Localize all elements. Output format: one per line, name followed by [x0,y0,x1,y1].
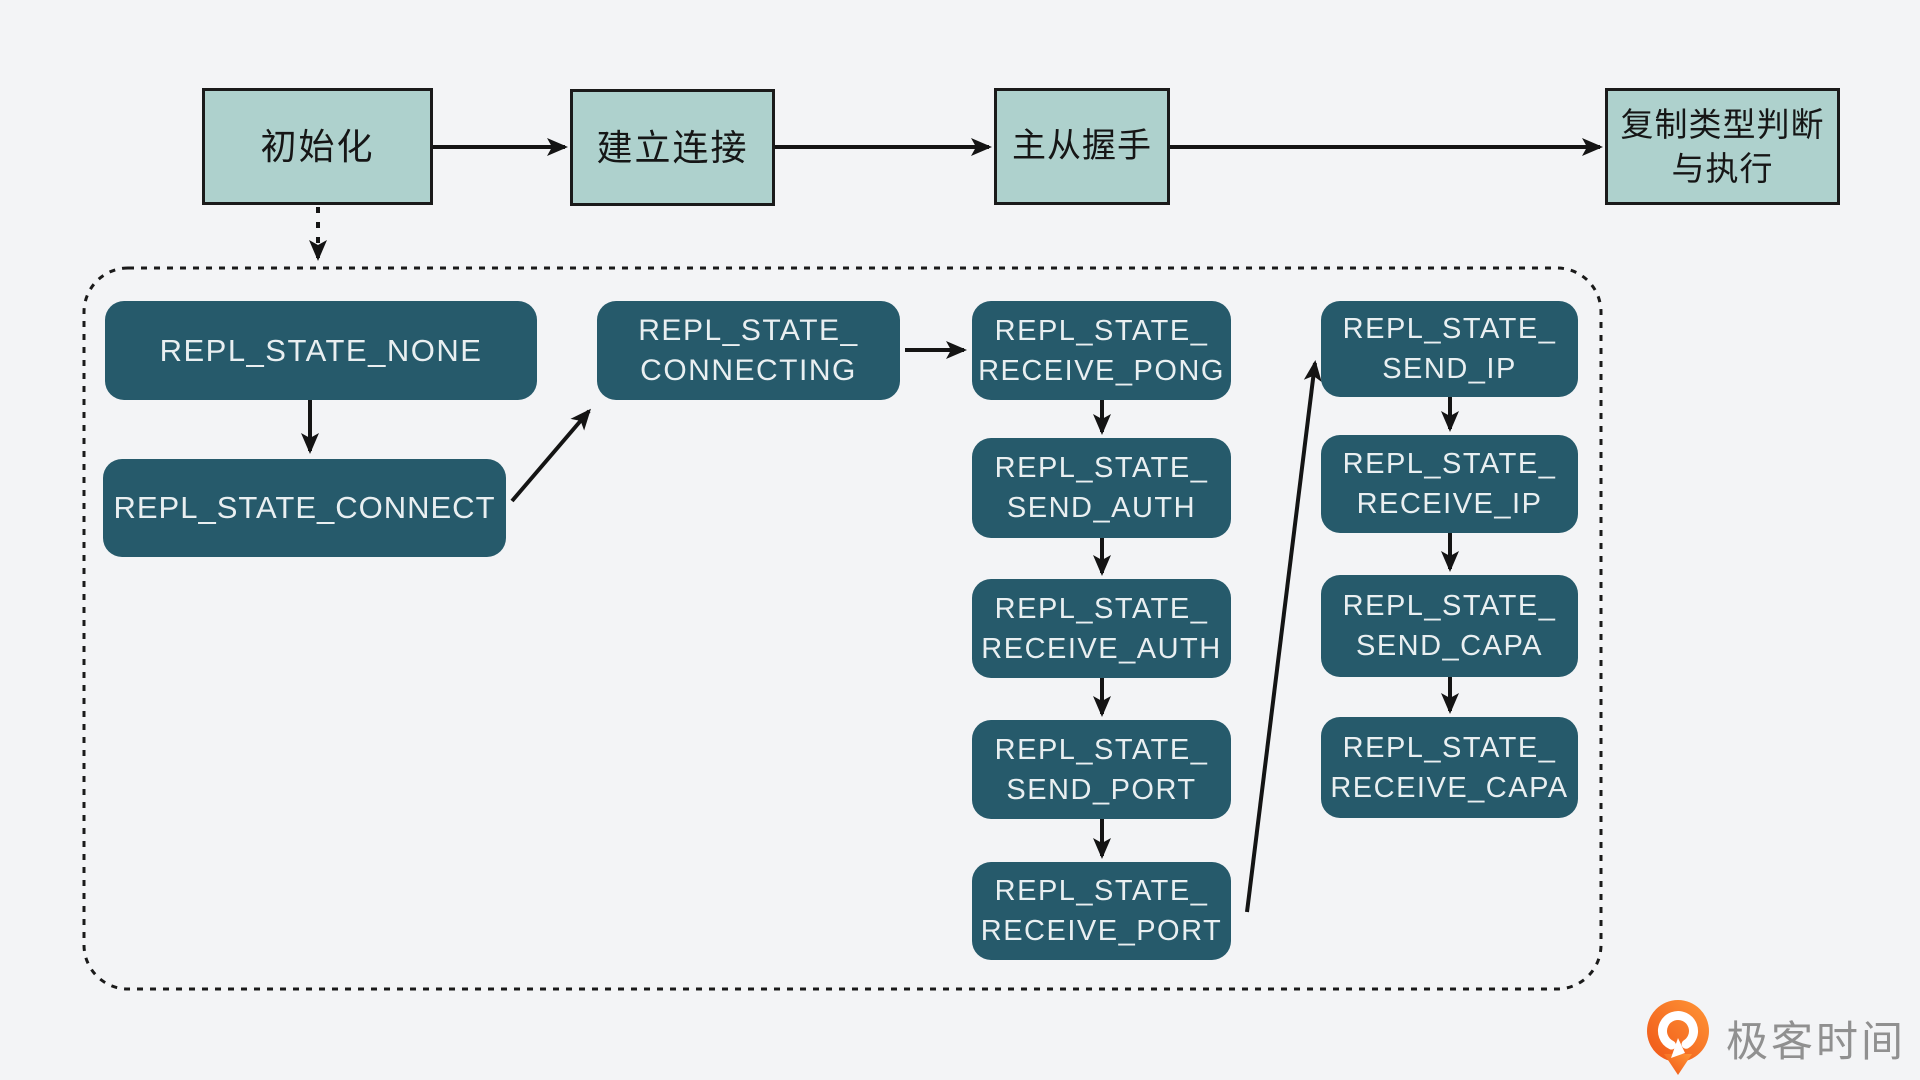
state-node-repl-state-send-capa: REPL_STATE_ SEND_CAPA [1321,575,1578,677]
state-node-label: CONNECTING [640,353,857,387]
state-node-repl-state-send-auth: REPL_STATE_ SEND_AUTH [972,438,1231,538]
state-node-label: REPL_STATE_ [1342,448,1557,480]
state-node-label: REPL_STATE_ [1342,590,1557,622]
flow-node-label: 初始化 [260,125,375,167]
flow-node-label: 与执行 [1671,149,1774,187]
flow-node-label: 建立连接 [596,126,749,168]
state-node-repl-state-send-ip: REPL_STATE_ SEND_IP [1321,301,1578,397]
flow-node-establish-connection: 建立连接 [570,89,775,206]
flow-node-label: 主从握手 [1012,127,1152,166]
state-node-label: SEND_PORT [1006,773,1197,806]
state-node-repl-state-none: REPL_STATE_NONE [105,301,537,400]
state-node-label: RECEIVE_PORT [980,915,1223,947]
state-node-label: RECEIVE_IP [1356,488,1543,520]
state-node-label: RECEIVE_PONG [978,354,1225,387]
flow-node-master-slave-handshake: 主从握手 [994,88,1170,205]
state-node-label: REPL_STATE_ [994,452,1209,484]
state-node-repl-state-receive-capa: REPL_STATE_ RECEIVE_CAPA [1321,717,1578,818]
state-node-label: SEND_AUTH [1006,492,1197,524]
state-node-repl-state-connect: REPL_STATE_CONNECT [103,459,506,557]
state-node-repl-state-receive-auth: REPL_STATE_ RECEIVE_AUTH [972,579,1231,678]
state-node-repl-state-receive-pong: REPL_STATE_ RECEIVE_PONG [972,301,1231,400]
state-node-label: REPL_STATE_CONNECT [113,490,496,525]
state-node-label: REPL_STATE_ [638,313,859,347]
flow-node-init: 初始化 [202,88,433,205]
edge-receiveport-sendip [1245,360,1322,913]
state-node-repl-state-send-port: REPL_STATE_ SEND_PORT [972,720,1231,819]
state-node-repl-state-connecting: REPL_STATE_ CONNECTING [597,301,900,400]
flow-node-label: 复制类型判断 [1620,105,1825,143]
geektime-pin-icon [1646,1000,1709,1075]
state-node-label: REPL_STATE_ [994,875,1209,907]
brand-text: 极客时间 [1725,1017,1906,1065]
flow-node-repl-type-judge-execute: 复制类型判断 与执行 [1605,88,1840,205]
state-node-label: REPL_STATE_ [1342,731,1557,764]
edge-connect-connecting [510,408,591,503]
state-node-repl-state-receive-port: REPL_STATE_ RECEIVE_PORT [972,862,1231,960]
geektime-logo: 极客时间 [1640,998,1906,1078]
state-machine-container-border [82,266,1603,991]
state-node-label: SEND_IP [1382,353,1517,385]
state-node-repl-state-receive-ip: REPL_STATE_ RECEIVE_IP [1321,435,1578,533]
state-node-label: SEND_CAPA [1355,630,1544,662]
state-node-label: REPL_STATE_ [994,733,1209,766]
state-node-label: REPL_STATE_ [1342,313,1557,345]
state-node-label: REPL_STATE_NONE [159,332,483,368]
state-node-label: REPL_STATE_ [994,592,1209,625]
state-node-label: RECEIVE_AUTH [981,632,1222,665]
state-node-label: REPL_STATE_ [994,314,1209,347]
state-node-label: RECEIVE_CAPA [1330,771,1569,804]
